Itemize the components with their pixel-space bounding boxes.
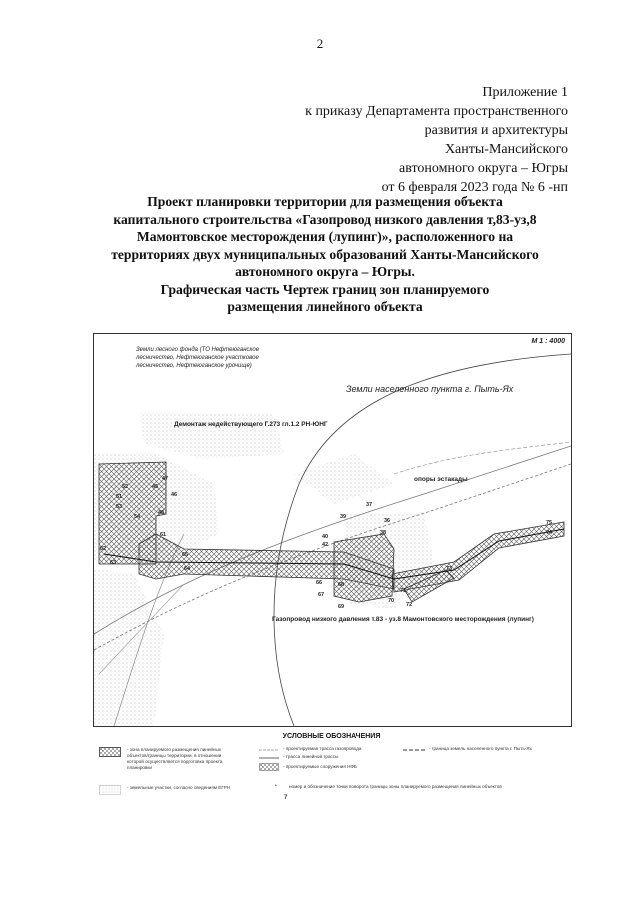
legend-parcels: - земельные участки, согласно сведениям …: [127, 785, 231, 790]
point-label: 39: [340, 514, 347, 520]
appendix-line: Приложение 1: [482, 85, 568, 100]
point-label: 52: [122, 484, 129, 490]
appendix-line: Ханты-Мансийского: [444, 142, 568, 157]
appendix-line: автономного округа – Югры: [399, 161, 568, 176]
point-label: 47: [162, 476, 169, 482]
appendix-line: от 6 февраля 2023 года № 6 -нп: [381, 180, 568, 195]
route-swatch: [259, 749, 279, 751]
point-label: 45: [152, 484, 159, 490]
point-label: 53: [116, 504, 123, 510]
title-line: автономного округа – Югры.: [235, 264, 415, 279]
zone-swatch: [99, 747, 121, 757]
planned-zone: [333, 533, 395, 603]
point-label: 54: [134, 514, 141, 520]
parcel-swatch: [99, 785, 121, 795]
facility-swatch: [259, 763, 279, 771]
title-line: территориях двух муниципальных образован…: [111, 246, 539, 262]
point-label: 63: [110, 560, 117, 566]
legend-points-note: номер и обозначение точки поворота грани…: [289, 784, 502, 789]
appendix-line: к приказу Департамента пространственного: [305, 104, 568, 119]
point-label: 46: [171, 492, 178, 498]
legend-designed-route: - проектируемая трасса газопровода: [283, 746, 362, 751]
point-label: 62: [100, 546, 107, 552]
parcel-area: [94, 569, 164, 726]
map-drawing: [94, 353, 571, 726]
parcel-area: [139, 412, 284, 459]
point-label: 38: [380, 530, 387, 536]
point-label: 74: [546, 530, 553, 536]
title-line: размещения линейного объекта: [227, 299, 423, 314]
line-route-swatch: [259, 757, 279, 759]
appendix-line: развития и архитектуры: [424, 123, 568, 138]
legend-line-route: - трасса линейной трассы: [283, 754, 339, 759]
planning-map: М 1 : 4000 Земли лесного фонда (ТО Нефте…: [93, 333, 572, 727]
page-number: 2: [316, 36, 324, 51]
point-label: 70: [388, 598, 395, 604]
point-label: 69: [338, 604, 345, 610]
legend-facilities: - проектируемые сооружения НФБ: [283, 764, 357, 769]
map-legend: УСЛОВНЫЕ ОБОЗНАЧЕНИЯ - зона планируемого…: [93, 733, 570, 813]
point-label: 72: [406, 602, 413, 608]
legend-settlement-border: - граница земель населенного пункта г. П…: [429, 746, 532, 751]
title-line: Графическая часть Чертеж границ зон план…: [160, 281, 490, 297]
legend-zone: - зона планируемого размещения линейных …: [127, 747, 223, 770]
parcel-area: [294, 454, 394, 504]
point-label: 36: [384, 518, 391, 524]
point-label: 48: [158, 510, 165, 516]
supports-label: опоры эстакады: [414, 476, 468, 483]
point-label: 40: [322, 534, 329, 540]
forest-lands-label: Земли лесного фонда (ТО Нефтеюганское ле…: [136, 347, 260, 369]
legend-title: УСЛОВНЫЕ ОБОЗНАЧЕНИЯ: [282, 733, 381, 740]
point-label: 42: [322, 542, 329, 548]
point-label: 51: [116, 494, 123, 500]
settlement-lands-label: Земли населенного пункта г. Пыть-Ях: [346, 384, 514, 394]
title-line: капитального строительства «Газопровод н…: [113, 211, 537, 227]
point-label: 71: [400, 588, 407, 594]
point-label: 37: [366, 502, 373, 508]
border-swatch: [403, 749, 425, 751]
settlement-boundary: [273, 353, 571, 726]
pipeline-route: [103, 528, 565, 580]
road-line: [393, 441, 571, 475]
point-label: 61: [160, 532, 167, 538]
point-label: 75: [546, 520, 553, 526]
point-label: 65: [182, 552, 189, 558]
pipeline-label: Газопровод низкого давления т.83 - уз.8 …: [272, 616, 534, 623]
appendix-header: Приложение 1 к приказу Департамента прос…: [208, 83, 568, 197]
point-label: 64: [184, 566, 191, 572]
point-label: 73: [446, 566, 453, 572]
legend-point-example: 7: [284, 795, 288, 801]
road-line: [98, 583, 185, 675]
document-title: Проект планировки территории для размеще…: [60, 193, 590, 316]
point-label: 66: [316, 580, 323, 586]
point-label: 67: [318, 592, 325, 598]
map-scale: М 1 : 4000: [531, 338, 565, 345]
title-line: Проект планировки территории для размеще…: [147, 194, 503, 209]
planned-zone: [403, 569, 455, 603]
dismantling-label: Демонтаж недействующего Г.273 гл.1.2 РН-…: [174, 421, 328, 428]
legend-point-dot: •: [275, 783, 277, 788]
title-line: Мамонтовское месторождения (лупинг)», ра…: [136, 229, 514, 244]
point-label: 68: [338, 582, 345, 588]
